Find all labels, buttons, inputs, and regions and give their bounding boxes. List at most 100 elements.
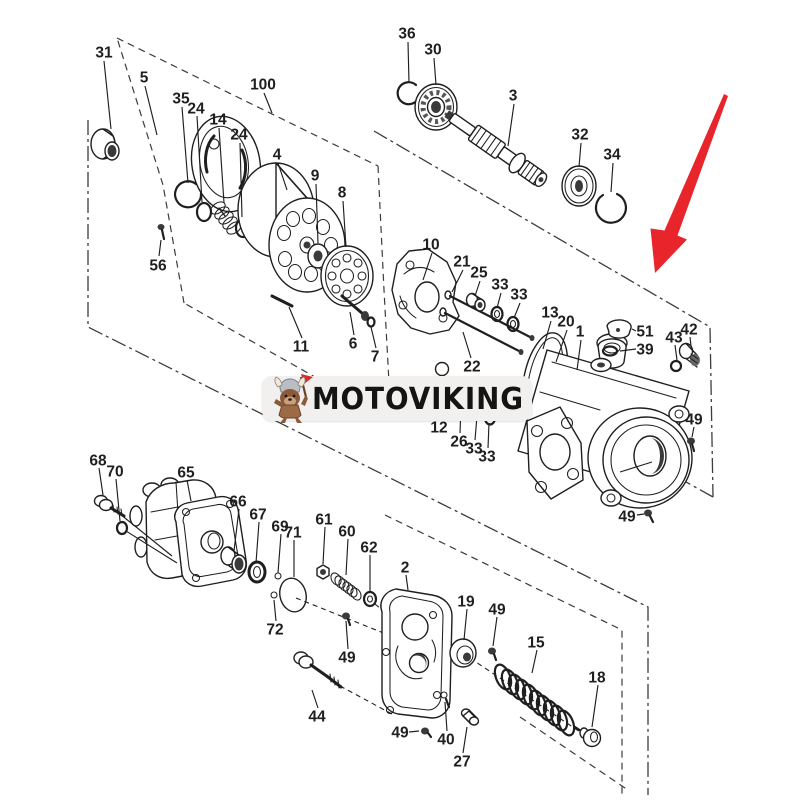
main-pump-group-parts [391, 248, 700, 524]
pin-part-6 [340, 294, 369, 321]
part-number-label: 11 [293, 339, 310, 356]
leader-lines [98, 41, 695, 754]
part-number-label: 34 [603, 147, 621, 164]
rotary-group-parts [90, 115, 376, 328]
cylinder-block-part-4 [237, 162, 346, 293]
part-number-label: 14 [209, 112, 227, 129]
ring-part-67 [247, 560, 267, 584]
part-number-label: 6 [349, 336, 358, 353]
cover-plate-part-2 [380, 588, 453, 719]
o-ring-part-71 [279, 577, 307, 613]
part-number-label: 56 [149, 258, 167, 275]
part-number-label: 44 [308, 709, 326, 726]
part-number-label: 49 [391, 725, 409, 742]
bushing-part-31 [90, 128, 120, 161]
part-number-label: 33 [510, 287, 528, 304]
red-arrow-annotation [650, 94, 728, 273]
set-screw-part-49d [488, 647, 498, 662]
snap-ring-part-35 [173, 180, 203, 209]
part-number-label: 32 [571, 127, 588, 144]
o-ring-part-69 [274, 572, 282, 580]
part-number-label: 65 [177, 465, 195, 482]
part-number-label: 12 [430, 420, 447, 437]
spring-part-15 [493, 663, 576, 737]
washer-part-62 [362, 590, 378, 608]
part-number-label: 66 [229, 494, 247, 511]
part-number-label: 40 [437, 732, 454, 749]
part-number-label: 10 [422, 237, 439, 254]
part-number-label: 31 [95, 45, 113, 62]
viking-dog-mascot-icon [274, 374, 313, 423]
part-number-label: 25 [470, 265, 488, 282]
pin-part-11 [270, 294, 294, 308]
part-number-label: 71 [284, 525, 302, 542]
washer-part-9 [307, 243, 329, 269]
part-number-label: 15 [527, 635, 545, 652]
valve-part-18 [573, 725, 602, 748]
screw-part-56 [157, 224, 166, 241]
part-number-label: 7 [371, 349, 380, 366]
set-screw-part-49e [421, 727, 433, 739]
ring-part-24a [195, 201, 213, 223]
part-number-label: 69 [271, 519, 289, 536]
plug-part-25 [465, 292, 486, 312]
snap-ring-part-36 [396, 81, 420, 106]
part-number-label: 30 [424, 42, 441, 59]
bushing-part-66 [220, 546, 247, 574]
watermark-bar: MOTOVIKING [262, 374, 532, 423]
part-number-label: 43 [665, 330, 683, 347]
part-number-label: 51 [636, 324, 654, 341]
part-number-label: 70 [106, 464, 123, 481]
part-number-label: 100 [250, 77, 276, 94]
part-number-label: 21 [453, 254, 471, 271]
part-number-label: 49 [685, 412, 703, 429]
o-ring-part-33b [506, 315, 520, 333]
part-number-label: 9 [311, 168, 320, 185]
pin-part-40 [440, 691, 451, 709]
watermark-wordmark: MOTOVIKING [312, 382, 523, 417]
pin-part-27 [460, 708, 480, 726]
part-number-label: 24 [187, 101, 205, 118]
nut-part-61 [316, 564, 330, 580]
part-number-label: 62 [360, 540, 377, 557]
valve-cover-group-parts [380, 588, 602, 748]
part-number-label: 49 [618, 509, 636, 526]
part-number-label: 67 [249, 507, 266, 524]
bolt-part-44 [293, 651, 343, 689]
part-number-label: 8 [338, 185, 347, 202]
spring-part-60 [330, 572, 362, 601]
group-border-lines [87, 37, 714, 795]
shaft-part-3 [444, 110, 548, 188]
washer-part-70 [115, 520, 129, 536]
cap-part-51 [606, 319, 632, 339]
o-ring-part-72-dot [270, 591, 278, 599]
plug-part-42 [678, 342, 700, 368]
part-number-label: 33 [478, 449, 496, 466]
part-number-label: 24 [230, 127, 248, 144]
o-ring-part-43 [669, 359, 683, 373]
part-number-label: 3 [509, 88, 518, 105]
part-number-label: 5 [140, 70, 149, 87]
set-screw-part-49c [342, 612, 352, 627]
part-number-label: 26 [450, 434, 468, 451]
gear-pump-group-parts [93, 477, 378, 689]
bearing-part-30 [414, 83, 458, 131]
washer-part-7 [366, 316, 376, 328]
seal-part-32 [561, 165, 597, 207]
snap-ring-part-34 [594, 192, 627, 224]
seal-part-19 [449, 638, 477, 668]
part-number-label: 68 [89, 453, 107, 470]
part-number-label: 22 [463, 359, 480, 376]
part-number-label: 39 [636, 342, 654, 359]
set-screw-part-49b [644, 509, 655, 524]
part-number-label: 49 [488, 602, 506, 619]
part-number-label: 13 [541, 305, 559, 322]
drive-shaft-group-parts [396, 81, 627, 224]
part-number-labels: 3153524142410049856363033234102125333313… [89, 26, 703, 771]
valve-plate-part-8 [320, 245, 374, 307]
part-number-label: 42 [680, 322, 697, 339]
part-number-label: 2 [401, 560, 410, 577]
set-screw-part-49a [687, 437, 696, 453]
